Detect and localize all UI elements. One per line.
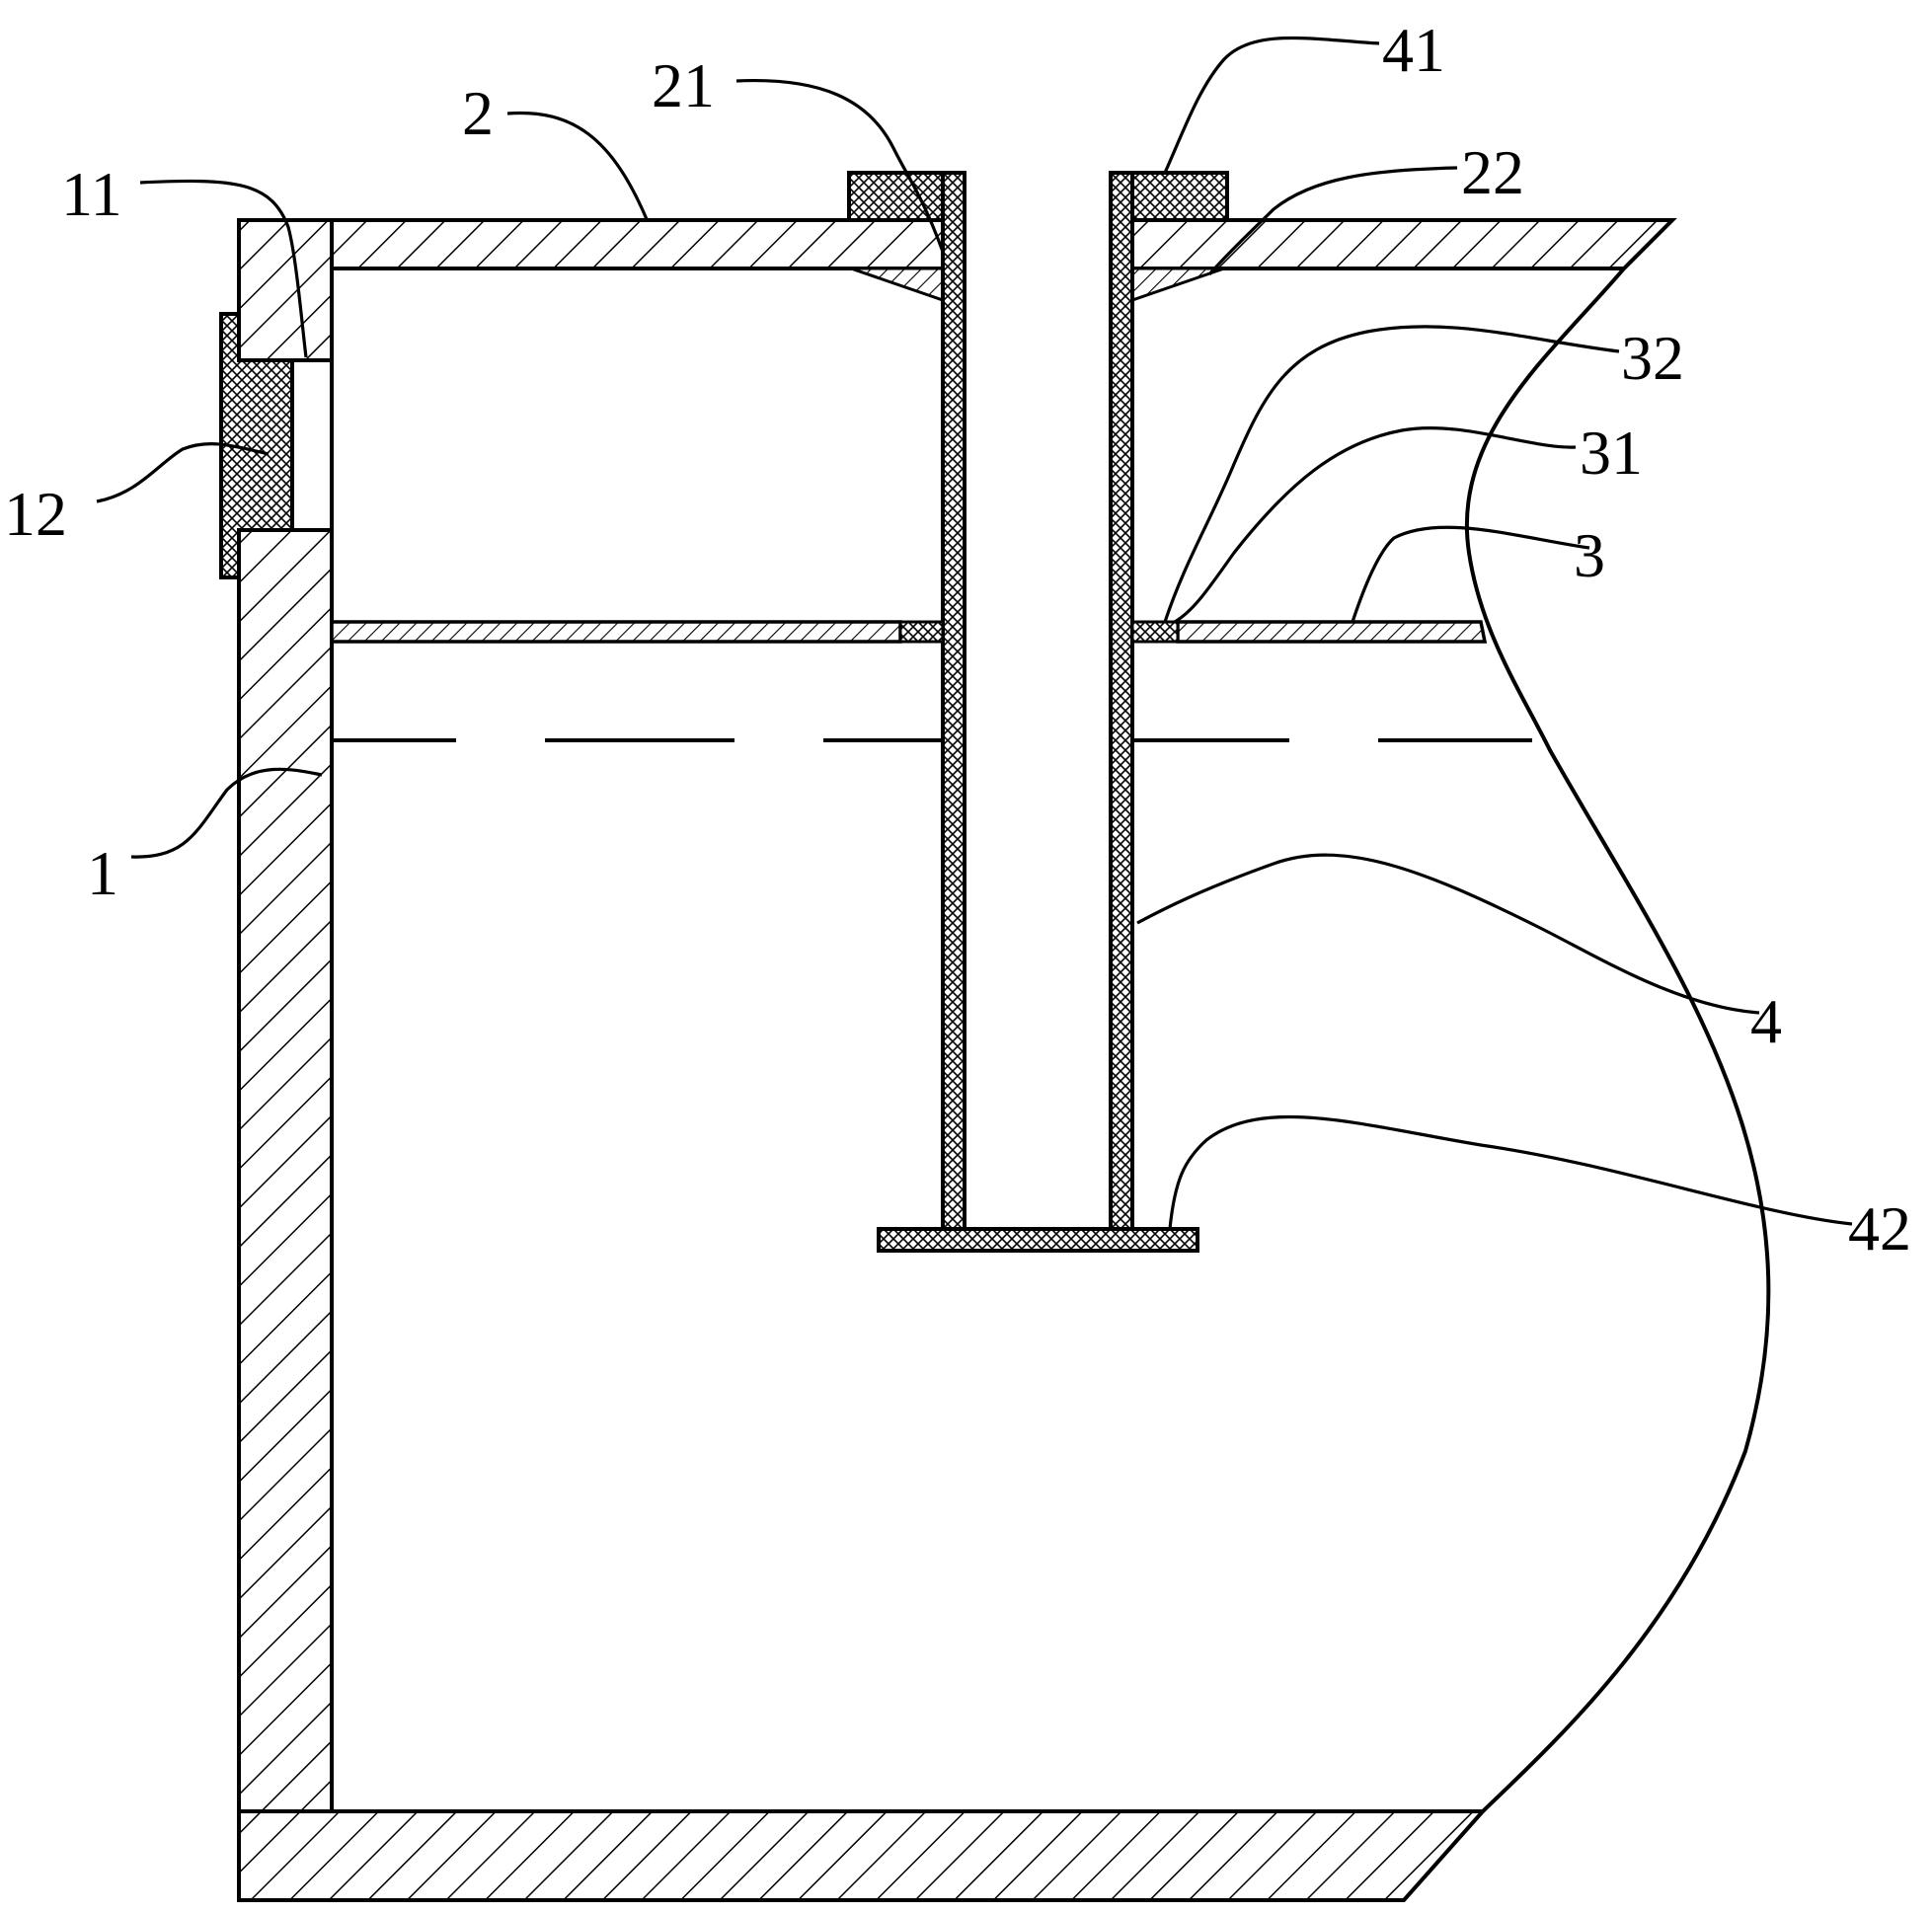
float-seal-left [898,620,945,644]
side-plug [219,312,294,579]
side-opening-assembly [219,312,334,579]
container-body [237,218,1488,1902]
central-pipe [847,171,1229,1253]
leader-32 [1163,325,1620,623]
lid-left-part [330,218,945,270]
left-cone-seal [850,267,945,303]
leader-1 [130,767,323,859]
float-plate-right [1176,620,1488,644]
lid [330,218,1677,303]
container-inner-outline [330,268,1483,1813]
leader-41 [1163,36,1380,174]
leader-4 [1136,853,1760,1015]
pipe-top-flange-left [847,171,945,222]
float-seal-right [1130,620,1180,644]
pipe-bottom-flange [877,1227,1199,1253]
label-2: 2 [462,78,494,148]
reference-labels: 1 2 3 4 11 12 21 22 31 32 41 42 [4,15,1911,1263]
label-1: 1 [87,838,118,908]
pipe-left-wall [941,171,966,1231]
container-left-wall [237,528,334,1813]
label-22: 22 [1461,137,1524,207]
side-opening [290,358,334,532]
container-rim-block [237,218,334,362]
leader-42 [1168,1114,1853,1230]
label-31: 31 [1580,418,1643,488]
pipe-right-wall [1109,171,1134,1231]
label-42: 42 [1848,1193,1911,1263]
leader-3 [1351,525,1590,623]
leader-11 [139,179,308,358]
label-21: 21 [652,50,715,120]
break-line [1464,267,1771,1813]
leader-22 [1207,166,1458,276]
leader-2 [506,111,649,220]
label-41: 41 [1382,15,1445,85]
label-11: 11 [61,159,122,229]
label-3: 3 [1574,520,1605,590]
leader-31 [1174,425,1577,624]
lid-right-part [1130,218,1677,270]
leader-lines [96,36,1853,1230]
float-plate [330,620,1488,644]
leader-12 [96,441,270,503]
label-4: 4 [1750,986,1782,1056]
label-12: 12 [4,479,67,549]
float-plate-left [330,620,902,644]
label-32: 32 [1621,323,1684,393]
pipe-top-flange-right [1130,171,1229,222]
leader-21 [735,78,945,253]
container-bottom [237,1809,1488,1902]
